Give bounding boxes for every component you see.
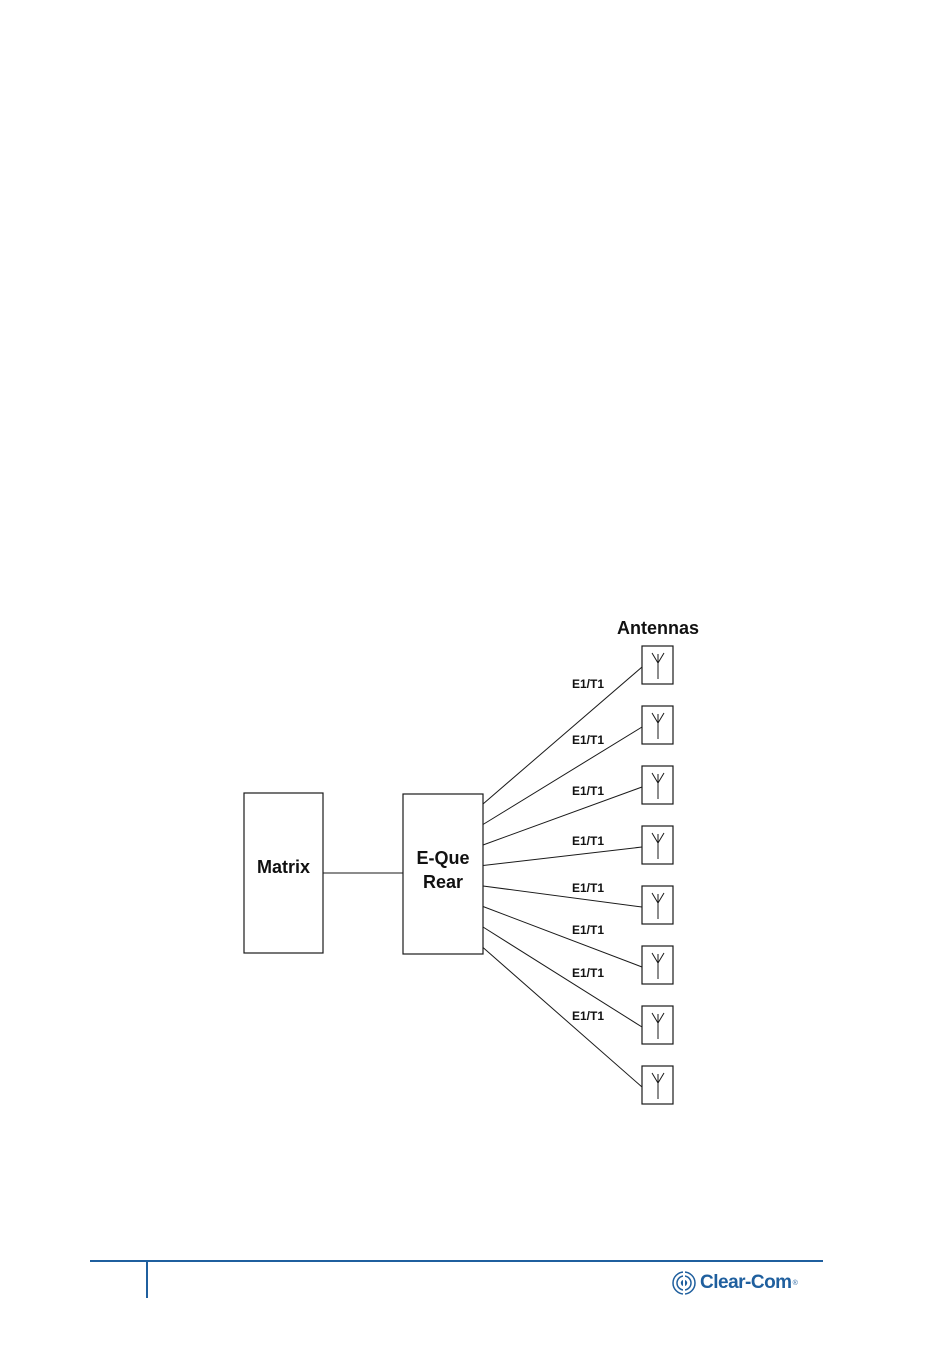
footer-rule	[90, 1260, 823, 1262]
link-wires	[483, 667, 642, 1087]
clear-com-logo-icon	[672, 1271, 696, 1295]
link-label: E1/T1	[572, 923, 604, 937]
antennas-title: Antennas	[617, 618, 699, 638]
link-wire	[483, 667, 642, 804]
antenna-group	[642, 646, 673, 1104]
brand-name: Clear-Com	[700, 1272, 792, 1294]
link-label: E1/T1	[572, 784, 604, 798]
link-wire	[483, 886, 642, 907]
footer-tick	[146, 1260, 148, 1298]
brand-registered-mark: ®	[793, 1280, 798, 1287]
link-wire	[483, 787, 642, 845]
link-label: E1/T1	[572, 881, 604, 895]
link-wire	[483, 727, 642, 825]
link-label: E1/T1	[572, 677, 604, 691]
link-label: E1/T1	[572, 966, 604, 980]
link-label: E1/T1	[572, 1009, 604, 1023]
link-label: E1/T1	[572, 834, 604, 848]
eque-label-line2: Rear	[423, 872, 463, 892]
link-wire	[483, 907, 642, 968]
matrix-label: Matrix	[257, 857, 310, 877]
link-label: E1/T1	[572, 733, 604, 747]
link-wire	[483, 948, 642, 1088]
link-wire	[483, 847, 642, 866]
eque-label-line1: E-Que	[416, 848, 469, 868]
clear-com-logo: Clear-Com ®	[672, 1270, 798, 1296]
link-wire	[483, 927, 642, 1027]
